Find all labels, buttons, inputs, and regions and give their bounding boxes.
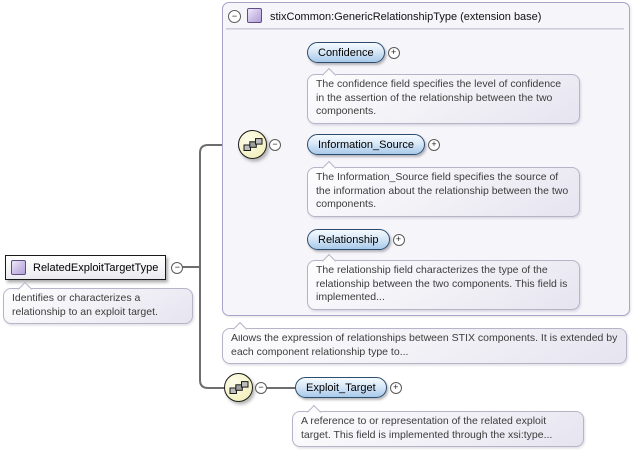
sequence-compositor-row: −: [238, 130, 281, 159]
expand-button-information-source[interactable]: +: [428, 138, 440, 151]
expand-button-relationship[interactable]: +: [392, 233, 405, 246]
annotation-text: The relationship field characterizes the…: [316, 264, 568, 303]
annotation-text: The Information_Source field specifies t…: [316, 171, 569, 210]
annotation-bubble-root: Identifies or characterizes a relationsh…: [3, 281, 193, 324]
root-type-label: RelatedExploitTargetType: [33, 261, 159, 274]
annotation-bubble-relationship: The relationship field characterizes the…: [307, 253, 580, 310]
collapse-button-root[interactable]: −: [171, 261, 184, 274]
element-box-exploit-target[interactable]: Exploit_Target: [295, 377, 387, 398]
collapse-button-sequence-local[interactable]: −: [255, 381, 267, 394]
annotation-text: Identifies or characterizes a relationsh…: [12, 292, 158, 318]
element-row-information-source: Information_Source +: [307, 134, 440, 155]
collapse-button-extension-base[interactable]: −: [228, 10, 241, 23]
root-type-row: RelatedExploitTargetType −: [5, 255, 184, 280]
collapse-button-sequence[interactable]: −: [269, 138, 281, 151]
complex-type-icon: [247, 8, 262, 23]
sequence-glyph: [243, 138, 262, 151]
complex-type-icon: [11, 260, 26, 275]
element-box-information-source[interactable]: Information_Source: [307, 134, 425, 155]
sequence-compositor-row-local: −: [224, 373, 267, 402]
sequence-glyph: [229, 381, 248, 394]
annotation-bubble-information-source: The Information_Source field specifies t…: [307, 160, 580, 217]
element-box-relationship[interactable]: Relationship: [307, 229, 390, 250]
annotation-text: The confidence field specifies the level…: [316, 78, 562, 117]
annotation-bubble-extension-base: Allows the expression of relationships b…: [222, 321, 627, 364]
expand-button-exploit-target[interactable]: +: [389, 381, 402, 394]
root-type-box[interactable]: RelatedExploitTargetType: [5, 255, 167, 280]
sequence-icon[interactable]: [238, 130, 267, 159]
annotation-text: Allows the expression of relationships b…: [231, 332, 618, 358]
expand-button-confidence[interactable]: +: [387, 46, 400, 59]
extension-base-header: stixCommon:GenericRelationshipType (exte…: [270, 11, 542, 23]
annotation-text: A reference to or representation of the …: [301, 415, 553, 441]
annotation-bubble-exploit-target: A reference to or representation of the …: [292, 404, 584, 447]
element-row-relationship: Relationship +: [307, 229, 405, 250]
element-row-exploit-target: Exploit_Target +: [295, 377, 402, 398]
sequence-icon[interactable]: [224, 373, 253, 402]
element-box-confidence[interactable]: Confidence: [307, 42, 385, 63]
element-row-confidence: Confidence +: [307, 42, 400, 63]
annotation-bubble-confidence: The confidence field specifies the level…: [307, 67, 580, 124]
header-divider: [226, 28, 624, 30]
